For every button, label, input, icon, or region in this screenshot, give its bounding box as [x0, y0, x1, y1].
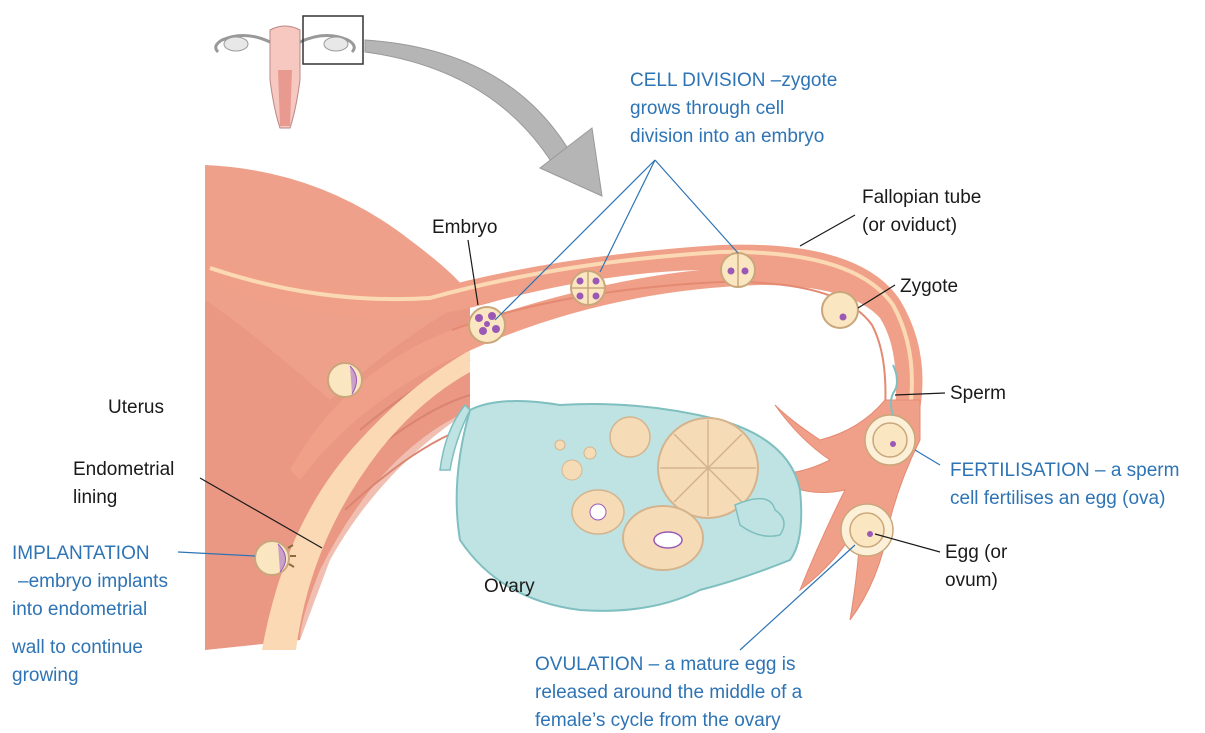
- fallopian-tube-label: Fallopian tube: [862, 187, 981, 208]
- sperm-label: Sperm: [950, 383, 1006, 404]
- fertilisation-line-1: FERTILISATION – a sperm: [950, 460, 1179, 481]
- oviduct-label: (or oviduct): [862, 215, 957, 236]
- cell-division-line-3: division into an embryo: [630, 126, 824, 147]
- egg-label: Egg (or: [945, 542, 1008, 563]
- implantation-line-1: IMPLANTATION: [12, 543, 150, 564]
- ovary-label: Ovary: [484, 576, 535, 597]
- fertilisation-line-2: cell fertilises an egg (ova): [950, 488, 1165, 509]
- lining-label: lining: [73, 487, 117, 508]
- cell-division-line-2: grows through cell: [630, 98, 784, 119]
- uterus-label: Uterus: [108, 397, 164, 418]
- ovulation-line-1: OVULATION – a mature egg is: [535, 654, 795, 675]
- fertilisation-annotation: FERTILISATION – a sperm cell fertilises …: [950, 460, 1179, 509]
- cell-division-annotation: CELL DIVISION –zygote grows through cell…: [630, 70, 837, 147]
- zygote-cell: [822, 292, 858, 328]
- zoom-arrow: [365, 40, 602, 196]
- two-cell-stage: [721, 253, 755, 287]
- four-cell-stage: [571, 271, 605, 305]
- embryo-label: Embryo: [432, 217, 497, 238]
- reproductive-system-thumbnail: [216, 16, 363, 128]
- ovulation-line-3: female’s cycle from the ovary: [535, 710, 781, 731]
- ovulation-annotation: OVULATION – a mature egg is released aro…: [535, 654, 803, 731]
- ovulation-line-2: released around the middle of a: [535, 682, 803, 703]
- endometrial-label: Endometrial: [73, 459, 174, 480]
- implantation-line-2: –embryo implants: [18, 571, 168, 592]
- zygote-label: Zygote: [900, 276, 958, 297]
- implantation-line-4: wall to continue: [11, 637, 143, 658]
- blastocyst-cell: [328, 363, 362, 397]
- ovum-label: ovum): [945, 570, 998, 591]
- implantation-line-3: into endometrial: [12, 599, 147, 620]
- released-egg: [841, 504, 893, 556]
- implantation-line-5: growing: [12, 665, 79, 686]
- implantation-annotation: IMPLANTATION –embryo implants into endom…: [11, 543, 168, 686]
- cell-division-line-1: CELL DIVISION –zygote: [630, 70, 837, 91]
- embryo-cell: [469, 307, 505, 343]
